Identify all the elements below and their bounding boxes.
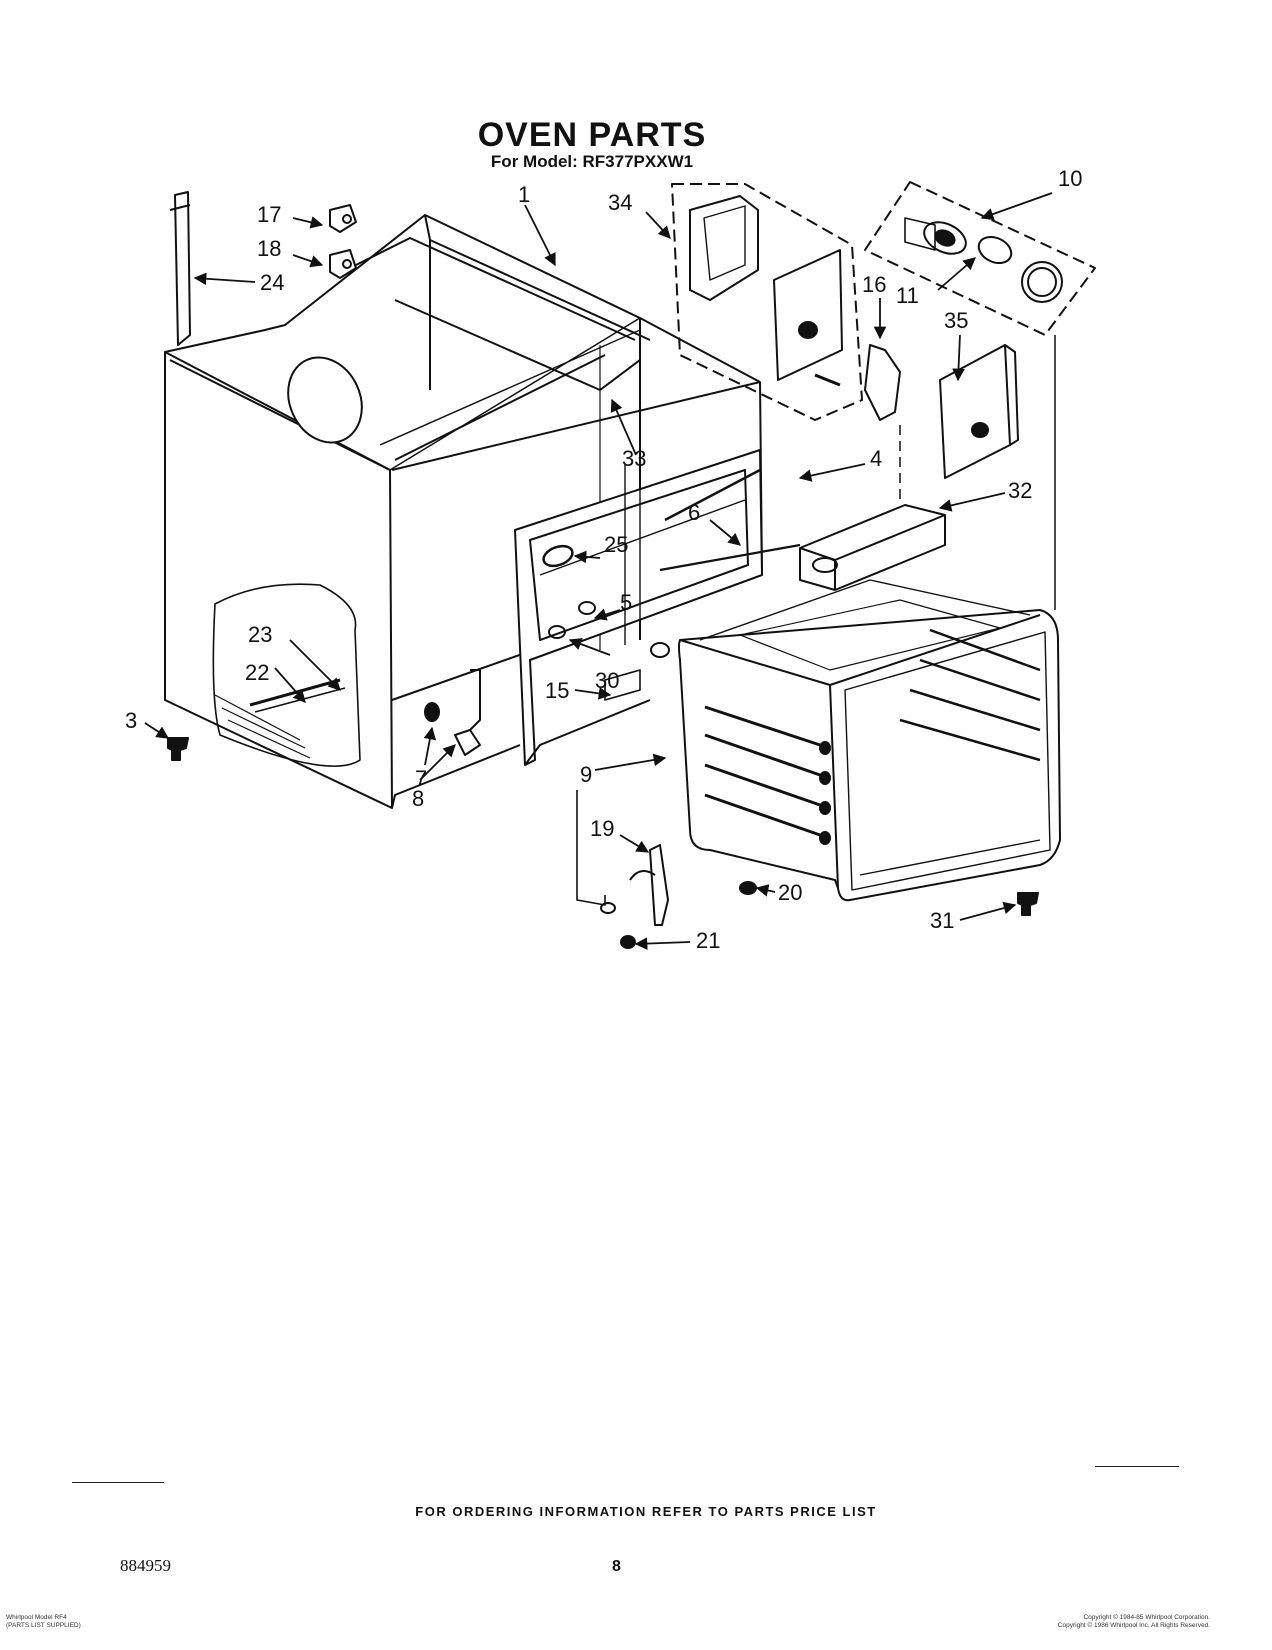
callout-5: 5: [620, 590, 632, 615]
callout-3: 3: [125, 708, 137, 733]
callout-4: 4: [870, 446, 882, 471]
callout-6: 6: [688, 500, 700, 525]
page-number: 8: [612, 1558, 621, 1575]
page-title: OVEN PARTS: [477, 116, 707, 154]
oven-liner: [678, 579, 1061, 902]
document-number: 884959: [120, 1556, 171, 1575]
callout-15: 15: [545, 678, 569, 703]
callout-25: 25: [604, 532, 628, 557]
footer-rule-left: [72, 1482, 164, 1483]
callout-23: 23: [248, 622, 272, 647]
callout-20: 20: [778, 880, 802, 905]
callout-17: 17: [257, 202, 281, 227]
fine-print-right-line: Copyright © 1986 Whirlpool Inc. All Righ…: [1057, 1622, 1210, 1629]
model-subtitle: For Model: RF377PXXW1: [490, 152, 694, 171]
callout-33: 33: [622, 446, 646, 471]
fine-print-left-line: Whirlpool Model RF4: [6, 1614, 67, 1621]
callout-11: 11: [896, 283, 919, 308]
element-32: [659, 504, 946, 591]
fine-print-left-line: (PARTS LIST SUPPLIED): [6, 1622, 81, 1629]
callout-22: 22: [245, 660, 269, 685]
callout-34: 34: [608, 190, 632, 215]
ordering-info-note: FOR ORDERING INFORMATION REFER TO PARTS …: [415, 1504, 877, 1519]
component-34-box: [671, 183, 863, 421]
callout-30: 30: [595, 668, 619, 693]
part-16: [864, 344, 901, 421]
callout-16: 16: [862, 272, 886, 297]
part-35: [939, 344, 1019, 479]
callout-9: 9: [580, 762, 592, 787]
parts-19-20-21: [576, 790, 757, 949]
feet: [167, 737, 1039, 916]
fine-print-left: Whirlpool Model RF4 (PARTS LIST SUPPLIED…: [6, 1614, 81, 1630]
callout-8: 8: [412, 786, 424, 811]
parts-17-18: [329, 204, 357, 279]
front-frame: [424, 449, 763, 766]
callout-7: 7: [415, 766, 427, 791]
callout-18: 18: [257, 236, 281, 261]
footer-rule-right: [1095, 1466, 1179, 1467]
callout-24: 24: [260, 270, 284, 295]
callout-21: 21: [696, 928, 720, 953]
part-24: [169, 191, 191, 346]
fine-print-right-line: Copyright © 1984-85 Whirlpool Corporatio…: [1083, 1614, 1210, 1621]
light-assembly: [864, 181, 1096, 336]
callout-10: 10: [1058, 166, 1082, 191]
callout-1: 1: [518, 182, 530, 207]
callout-19: 19: [590, 816, 614, 841]
callout-31: 31: [930, 908, 954, 933]
callout-32: 32: [1008, 478, 1032, 503]
fine-print-right: Copyright © 1984-85 Whirlpool Corporatio…: [1058, 1614, 1210, 1630]
callout-35: 35: [944, 308, 968, 333]
